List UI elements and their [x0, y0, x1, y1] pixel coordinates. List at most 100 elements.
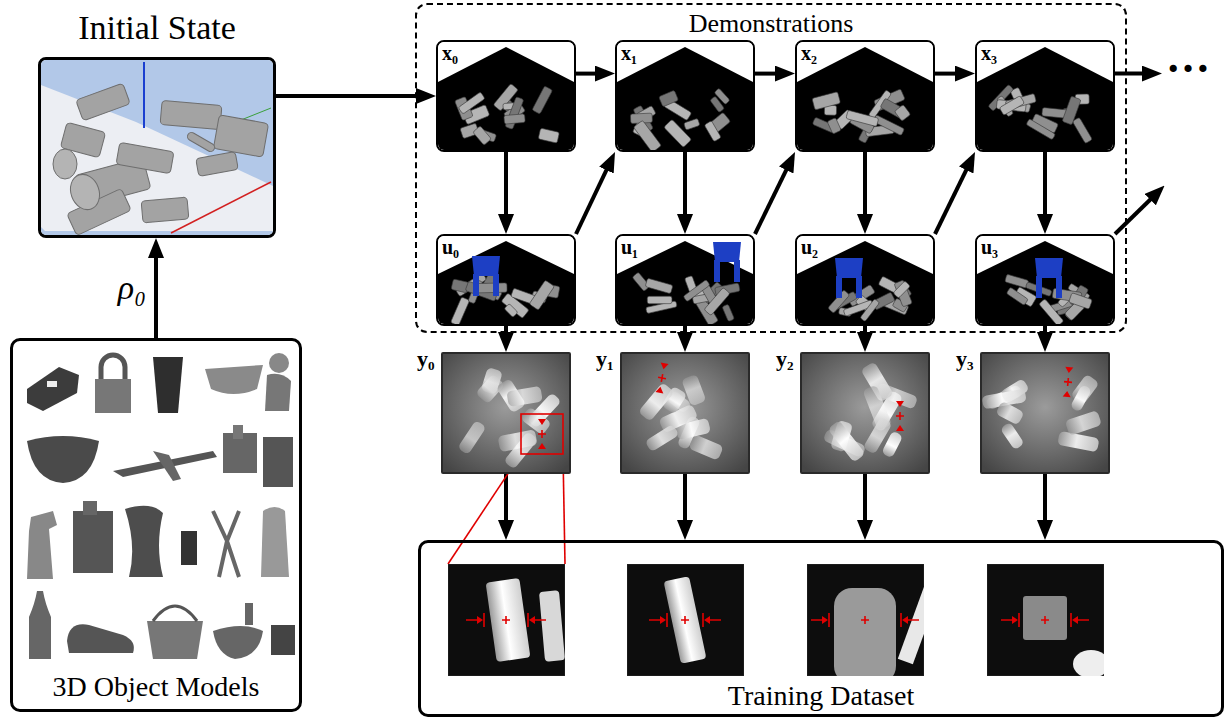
- observation-label: y₁: [596, 348, 614, 370]
- grasp-jaw: [1065, 367, 1073, 374]
- object-model-thumbnail: [153, 606, 197, 621]
- grasp-width-marker: [1001, 613, 1089, 627]
- object-block: [704, 121, 721, 142]
- action-image: u₂: [795, 234, 935, 326]
- state-label: x₁: [621, 43, 637, 63]
- object-model-thumbnail: [95, 379, 131, 413]
- grasp-jaw: [896, 401, 904, 407]
- state-label: x₃: [981, 43, 997, 63]
- crop-object: [539, 590, 565, 661]
- illustration: [617, 42, 753, 150]
- object-block: [812, 92, 841, 110]
- observation-label: y₃: [956, 348, 974, 370]
- flow-arrow: [504, 326, 508, 340]
- object-model-thumbnail: [29, 591, 51, 659]
- object-block: [451, 297, 470, 324]
- object-block: [1005, 274, 1029, 288]
- object-model-thumbnail: [67, 624, 134, 653]
- grasp-width-arrow: [660, 616, 666, 624]
- object-model-thumbnail: [213, 511, 239, 577]
- scene-object: [66, 170, 105, 213]
- object-block: [504, 304, 518, 318]
- render-background: [797, 47, 933, 150]
- object-block: [532, 86, 553, 114]
- flow-arrow: [863, 474, 867, 528]
- grasp-marker: [538, 419, 546, 449]
- gripper: [1035, 258, 1063, 298]
- flow-arrow: [863, 326, 867, 340]
- depth-background: [982, 354, 1108, 472]
- object-model-thumbnail: [181, 531, 197, 565]
- depth-background: [622, 354, 748, 472]
- depth-object: [828, 420, 866, 463]
- state-image: x₀: [436, 40, 576, 152]
- sky-background: [41, 60, 273, 235]
- axis-line: [143, 62, 145, 128]
- state-image: x₃: [975, 40, 1115, 152]
- state-label: x₀: [442, 43, 458, 63]
- image-corner: [617, 236, 753, 324]
- object-block: [683, 280, 710, 302]
- flow-arrow: [276, 94, 424, 98]
- observation-label: y₂: [776, 348, 794, 370]
- flow-arrow: [154, 250, 158, 338]
- gripper-finger: [493, 274, 499, 296]
- training-dataset-panel: Training Dataset: [418, 540, 1224, 717]
- action-label: u₀: [442, 237, 459, 257]
- render-background: [438, 47, 574, 150]
- state-image: x₂: [795, 40, 935, 152]
- object-block: [1039, 299, 1064, 324]
- state-label: x₂: [801, 43, 817, 63]
- object-model-thumbnail: [27, 436, 99, 483]
- illustration: [13, 341, 299, 709]
- demonstrations-group: Demonstrationsx₀x₁x₂x₃u₀u₁u₂u₃: [415, 3, 1127, 333]
- object-block: [475, 283, 507, 293]
- flow-arrow: [683, 152, 687, 222]
- depth-object: [638, 382, 675, 422]
- continuation-arrow: [1115, 194, 1156, 234]
- flow-arrow: [935, 72, 963, 76]
- object-model-thumbnail: [147, 621, 203, 659]
- gripper-body: [835, 258, 863, 278]
- grasp-crop: [448, 564, 565, 676]
- grasp-width-marker: [649, 613, 721, 627]
- depth-object: [688, 434, 723, 461]
- grasp-width-arrow: [822, 616, 828, 624]
- gripper-finger: [1056, 276, 1062, 298]
- depth-object: [457, 420, 486, 455]
- grasp-center: [657, 373, 666, 382]
- depth-object: [645, 424, 680, 452]
- grasp-center: [896, 412, 904, 420]
- object-block: [1072, 117, 1092, 143]
- scene-object: [213, 115, 268, 157]
- object-block: [504, 114, 525, 124]
- object-block: [473, 126, 492, 145]
- grasp-width-arrow: [1072, 616, 1078, 624]
- object-model-thumbnail: [271, 625, 295, 655]
- render-background: [617, 47, 753, 150]
- edge-label: ρ₀: [118, 271, 146, 305]
- object-block: [894, 105, 910, 122]
- grasp-center: [538, 430, 546, 438]
- object-block: [633, 120, 661, 150]
- object-model-thumbnail: [205, 365, 263, 394]
- object-block: [1062, 96, 1081, 125]
- depth-object: [520, 407, 551, 436]
- crop-object: [834, 588, 896, 684]
- illustration: [802, 354, 928, 472]
- object-model-thumbnail: [27, 511, 57, 579]
- object-model-thumbnail: [265, 374, 291, 411]
- flow-arrow: [935, 163, 970, 234]
- gripper-body: [472, 256, 500, 276]
- illustration: [797, 42, 933, 150]
- grasp-width-arrow: [477, 616, 483, 624]
- illustration: [977, 42, 1113, 150]
- depth-object: [1057, 431, 1099, 452]
- grasp-crop: [807, 564, 940, 684]
- grasp-jaw: [538, 443, 546, 449]
- gripper-body: [713, 242, 741, 262]
- depth-image: y₀: [441, 352, 571, 474]
- grasp-width-arrow: [1012, 616, 1018, 624]
- object-block: [714, 88, 730, 104]
